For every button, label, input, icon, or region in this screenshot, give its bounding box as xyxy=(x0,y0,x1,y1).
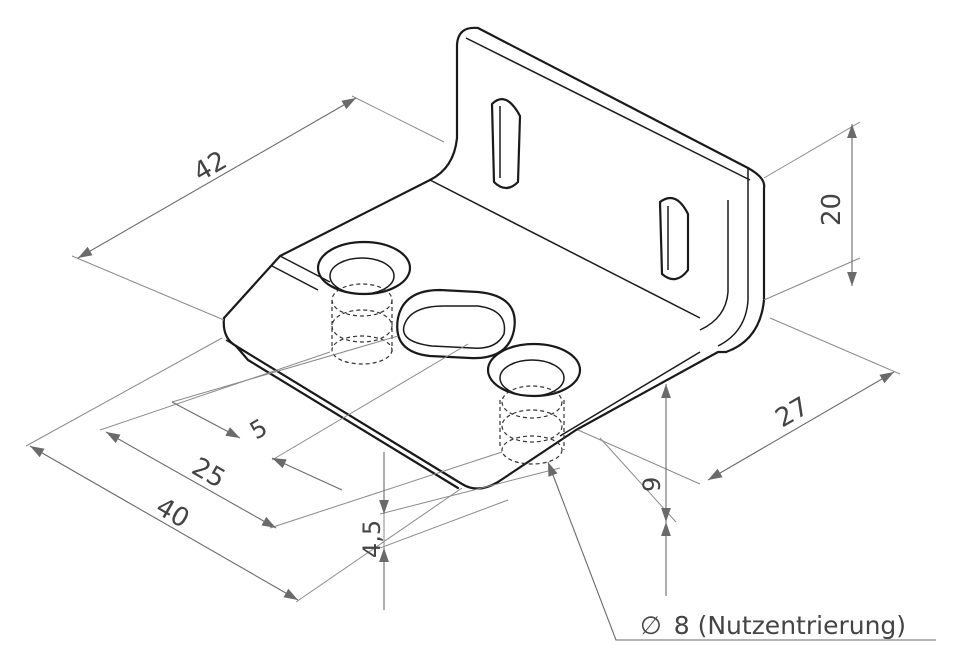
base-chamfer-edge-2 xyxy=(271,265,319,291)
dim-label-5: 5 xyxy=(245,413,272,445)
diameter-callout: ∅ 8 (Nutzentrierung) xyxy=(640,611,906,640)
base-front-thickness xyxy=(225,339,463,485)
flange-outer-right-face xyxy=(717,192,749,347)
flange-slot-left xyxy=(490,98,522,190)
dim-line-42 xyxy=(77,97,357,259)
diameter-symbol: ∅ xyxy=(640,611,662,640)
flange-inner-face xyxy=(699,200,729,331)
dim-label-20: 20 xyxy=(817,193,847,226)
dim-label-25: 25 xyxy=(187,452,231,495)
dim-label-9: 9 xyxy=(638,477,666,492)
counterbore-right xyxy=(486,342,582,465)
inner-bend xyxy=(428,136,459,182)
base-right-edge xyxy=(559,351,701,437)
dim-line-27 xyxy=(707,371,895,481)
dim-label-42: 42 xyxy=(189,146,233,189)
extension-lines xyxy=(25,95,901,610)
dim-label-4-5: 4,5 xyxy=(358,520,386,558)
base-right-bottom xyxy=(496,350,728,484)
callout-text: 8 (Nutzentrierung) xyxy=(674,611,906,640)
dim-line-25 xyxy=(105,431,277,529)
dim-line-5-right xyxy=(271,457,343,491)
counterbore-left xyxy=(316,240,412,365)
callout-leader xyxy=(547,461,936,641)
dimension-lines xyxy=(29,97,936,641)
flange-outline xyxy=(455,26,766,354)
base-long-hole xyxy=(396,288,516,360)
flange-top-inner-edge xyxy=(465,37,751,181)
dim-label-40: 40 xyxy=(151,492,195,535)
dim-label-27: 27 xyxy=(771,392,815,435)
base-top-outline xyxy=(222,178,500,490)
bracket-part xyxy=(222,26,766,490)
base-front-bottom xyxy=(234,344,460,490)
inner-bend-line xyxy=(429,179,701,319)
dim-line-5-left xyxy=(171,401,241,439)
flange-slot-right xyxy=(658,196,690,281)
svg-text:∅ 8 (Nutzentrierung): ∅ 8 (Nutzentrierung) xyxy=(640,611,906,640)
